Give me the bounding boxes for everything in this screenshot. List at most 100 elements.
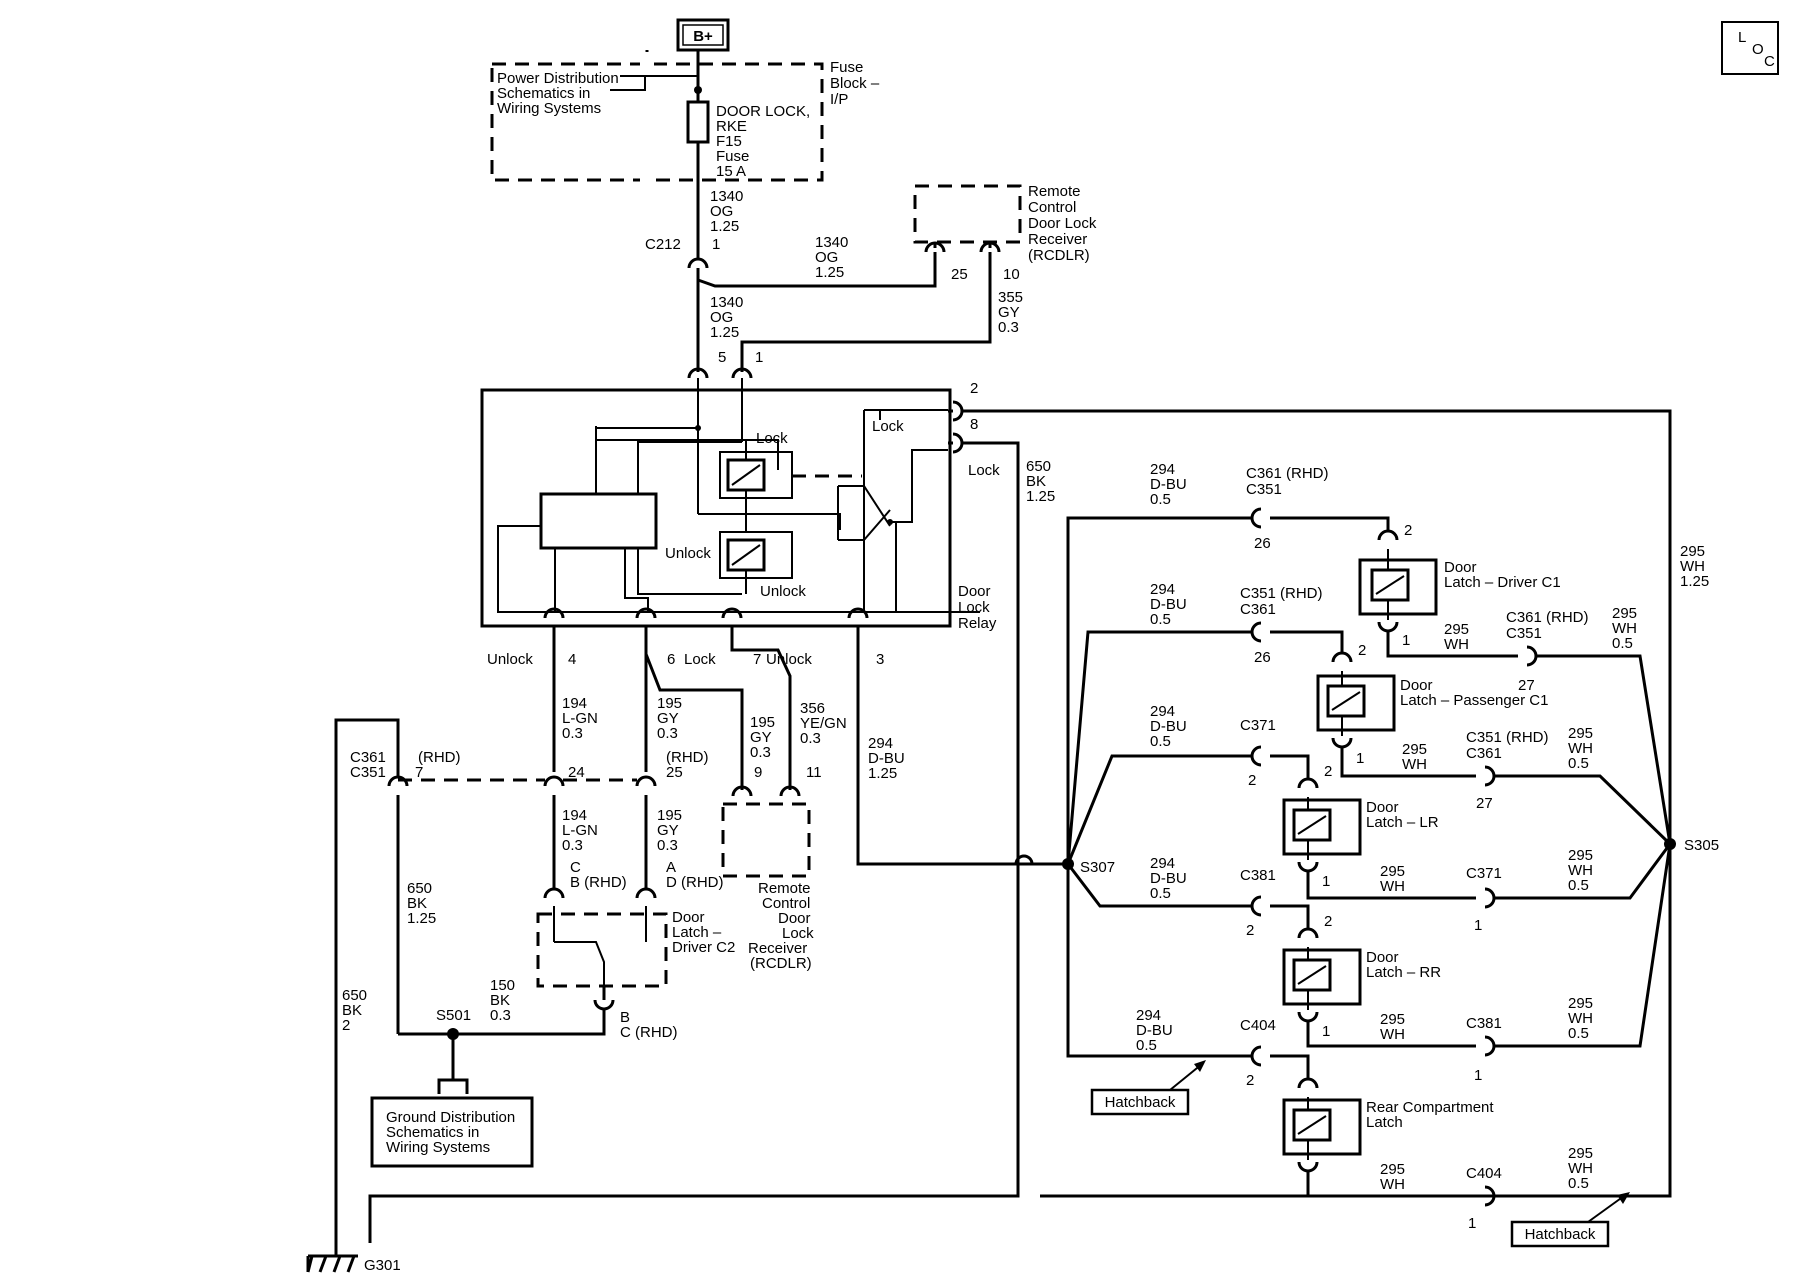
driver-c2-label-3: Driver C2 xyxy=(672,939,735,956)
pin-1-c371: 1 xyxy=(1474,917,1482,934)
rcdlr-pin-9: 9 xyxy=(754,764,762,781)
ground-note-1: Ground Distribution xyxy=(386,1109,515,1126)
wire-295-b2-1: 295 xyxy=(1568,725,1593,742)
lr-pin-1: 1 xyxy=(1322,873,1330,890)
hatchback-left-label: Hatchback xyxy=(1105,1094,1176,1111)
wire-295-b2-3: 0.5 xyxy=(1568,755,1589,772)
wire-355-1: 355 xyxy=(998,289,1023,306)
wire-194-low-1: 194 xyxy=(562,807,587,824)
c381-r: C381 xyxy=(1466,1015,1502,1032)
relay-lock-6: Lock xyxy=(684,651,716,668)
wire-295-main-3: 1.25 xyxy=(1680,573,1709,590)
wire-1340-top-3: 1.25 xyxy=(710,218,739,235)
c361-left-1: C361 xyxy=(350,749,386,766)
wire-650-relay-2: BK xyxy=(1026,473,1046,490)
wire-295-e-1: 295 xyxy=(1380,1161,1405,1178)
c361-rhd-r-1: C361 (RHD) xyxy=(1506,609,1589,626)
rcdlr-lower-2: Control xyxy=(762,895,810,912)
wire-1340-top-1: 1340 xyxy=(710,188,743,205)
c351-rhd-b-2: C361 xyxy=(1240,601,1276,618)
pc1-pin-2: 2 xyxy=(1358,642,1366,659)
rcdlr-top-label-1: Remote xyxy=(1028,183,1081,200)
wire-295-d2-2: WH xyxy=(1568,1010,1593,1027)
wire-295-c-2: WH xyxy=(1380,878,1405,895)
rcdlr-top-label-4: Receiver xyxy=(1028,231,1087,248)
pin-27-b: 27 xyxy=(1476,795,1493,812)
wire-295-b-1: 295 xyxy=(1402,741,1427,758)
rcdlr-lower-1: Remote xyxy=(758,880,811,897)
pin-7-left: 7 xyxy=(415,764,423,781)
driver-c2-label-1: Door xyxy=(672,909,705,926)
dc1-pin-1: 1 xyxy=(1402,632,1410,649)
loc-c: C xyxy=(1764,53,1775,70)
wire-294-c-2: D-BU xyxy=(1150,718,1187,735)
rcdlr-lower-4: Lock xyxy=(782,925,814,942)
wire-295-a2-2: WH xyxy=(1612,620,1637,637)
rr-label-2: Latch – RR xyxy=(1366,964,1441,981)
wire-650-left-1: 650 xyxy=(342,987,367,1004)
wire-295-e2-3: 0.5 xyxy=(1568,1175,1589,1192)
relay-label-1: Door xyxy=(958,583,991,600)
rcdlr-lower: 9 11 Remote Control Door Lock Receiver (… xyxy=(721,764,822,972)
c381-a: C381 xyxy=(1240,867,1276,884)
passenger-c1-label-2: Latch – Passenger C1 xyxy=(1400,692,1548,709)
wire-295-a2-3: 0.5 xyxy=(1612,635,1633,652)
wire-295-d2-1: 295 xyxy=(1568,995,1593,1012)
fuse-label-3: F15 xyxy=(716,133,742,150)
hatchback-tag-right: Hatchback xyxy=(1510,1192,1630,1248)
wire-650-mid-3: 1.25 xyxy=(407,910,436,927)
wire-195-top-1: 195 xyxy=(657,695,682,712)
rhd-25: (RHD) xyxy=(666,749,709,766)
wire-294-e-2: D-BU xyxy=(1136,1022,1173,1039)
c361-rhd-r-2: C351 xyxy=(1506,625,1542,642)
wire-295-b2-2: WH xyxy=(1568,740,1593,757)
rr-pin-1: 1 xyxy=(1322,1023,1330,1040)
g301-ground: G301 650 BK 2 xyxy=(306,987,401,1274)
wire-294-c-1: 294 xyxy=(1150,703,1175,720)
fuse-label-5: 15 A xyxy=(716,163,746,180)
rcdlr-pin-11: 11 xyxy=(806,764,822,781)
relay-switch-lock: Lock xyxy=(872,418,904,435)
wire-294-c-3: 0.5 xyxy=(1150,733,1171,750)
c361-rhd-a-2: C351 xyxy=(1246,481,1282,498)
rcdlr-top: 25 10 Remote Control Door Lock Receiver … xyxy=(740,183,1097,372)
power-note-2: Schematics in xyxy=(497,85,590,102)
wire-295-main-1: 295 xyxy=(1680,543,1705,560)
wire-355-2: GY xyxy=(998,304,1020,321)
wire-295-d2-3: 0.5 xyxy=(1568,1025,1589,1042)
wire-195-low-3: 0.3 xyxy=(657,837,678,854)
wire-294-a-1: 294 xyxy=(1150,461,1175,478)
wire-1340-low-3: 1.25 xyxy=(710,324,739,341)
wire-295-d-1: 295 xyxy=(1380,1011,1405,1028)
pin-2-rear: 2 xyxy=(1246,1072,1254,1089)
wire-195-rcdlr-2: GY xyxy=(750,729,772,746)
door-latch-driver-c2: C B (RHD) A D (RHD) Door Latch – Driver … xyxy=(398,859,735,1041)
pin-1-c404: 1 xyxy=(1468,1215,1476,1232)
relay-bottom-pins: Unlock 4 6 Lock 7 Unlock 3 xyxy=(487,607,884,668)
relay-pin-1: 1 xyxy=(755,349,763,366)
wire-195-low-2: GY xyxy=(657,822,679,839)
pin-26-b: 26 xyxy=(1254,649,1271,666)
dl-c-rhd: C (RHD) xyxy=(620,1024,678,1041)
ground-note-3: Wiring Systems xyxy=(386,1139,490,1156)
wire-194-top-2: L-GN xyxy=(562,710,598,727)
c351-rhd-b-1: C351 (RHD) xyxy=(1240,585,1323,602)
wire-294-b-3: 0.5 xyxy=(1150,611,1171,628)
driver-c1-label-1: Door xyxy=(1444,559,1477,576)
wire-295-a-2: WH xyxy=(1444,636,1469,653)
wire-650-mid-2: BK xyxy=(407,895,427,912)
wire-294-relay-1: 294 xyxy=(868,735,893,752)
loc-l: L xyxy=(1738,29,1746,46)
pin-26-a: 26 xyxy=(1254,535,1271,552)
rear-label-1: Rear Compartment xyxy=(1366,1099,1494,1116)
wire-1340-mid-2: OG xyxy=(815,249,838,266)
wire-194-low-3: 0.3 xyxy=(562,837,583,854)
fuse-block-label-2: Block – xyxy=(830,75,880,92)
wire-1340-low-1: 1340 xyxy=(710,294,743,311)
wire-294-d-2: D-BU xyxy=(1150,870,1187,887)
b-plus-label: B+ xyxy=(693,28,713,45)
wire-295-c-1: 295 xyxy=(1380,863,1405,880)
relay-unlock-bottom: Unlock xyxy=(760,583,806,600)
wire-650-left-3: 2 xyxy=(342,1017,350,1034)
